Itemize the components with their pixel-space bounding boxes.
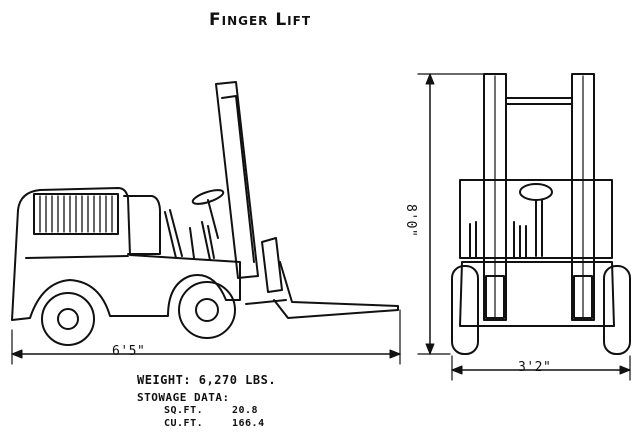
cu-ft-label: CU.FT. bbox=[164, 418, 204, 429]
front-steering-wheel bbox=[519, 183, 553, 201]
side-fork bbox=[273, 261, 399, 319]
front-left-wheel bbox=[451, 265, 479, 355]
height-dimension-label: 8'0" bbox=[403, 204, 418, 238]
front-body bbox=[459, 179, 613, 259]
front-view bbox=[417, 73, 631, 381]
side-steering-wheel bbox=[191, 189, 225, 205]
stowage-heading: STOWAGE DATA: bbox=[137, 391, 230, 404]
side-view bbox=[11, 81, 401, 365]
sq-ft-label: SQ.FT. bbox=[164, 405, 204, 416]
side-rear-wheel bbox=[41, 292, 95, 346]
side-front-wheel bbox=[178, 281, 236, 339]
sq-ft-value: 20.8 bbox=[232, 405, 259, 416]
front-mast-right bbox=[571, 73, 595, 321]
cu-ft-value: 166.4 bbox=[232, 418, 265, 429]
side-body bbox=[11, 187, 241, 321]
page-title: Finger Lift bbox=[209, 10, 312, 30]
width-dimension-label: 3'2" bbox=[518, 360, 552, 375]
length-dimension-label: 6'5" bbox=[112, 344, 146, 359]
side-tank bbox=[123, 195, 161, 255]
front-right-wheel bbox=[603, 265, 631, 355]
weight-spec: WEIGHT: 6,270 LBS. bbox=[137, 373, 277, 387]
front-mast-left bbox=[483, 73, 507, 321]
side-mast bbox=[215, 81, 259, 279]
side-grille bbox=[33, 193, 119, 235]
